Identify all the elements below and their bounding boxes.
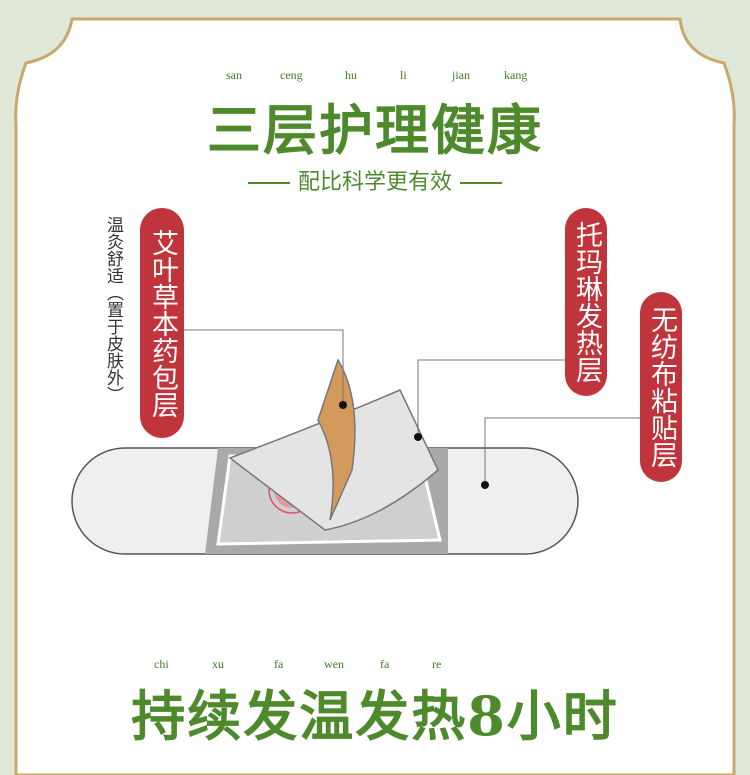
pinyin: kang — [504, 68, 528, 82]
label-adhesive-layer: 无纺布粘贴层 — [640, 292, 682, 482]
patch-diagram — [71, 329, 640, 555]
pinyin: li — [400, 68, 407, 82]
side-note: 温灸舒适（置于皮肤外） — [103, 216, 123, 403]
subtitle-text: 配比科学更有效 — [297, 170, 452, 195]
pinyin: jian — [452, 68, 470, 82]
decorative-frame — [14, 17, 736, 775]
pinyin: san — [226, 68, 242, 82]
pinyin: xu — [212, 657, 224, 671]
label-heating-layer: 托玛琳发热层 — [565, 208, 607, 396]
label-herbal-layer: 艾叶草本药包层 — [140, 208, 184, 438]
page-title: 三层护理健康 — [207, 98, 543, 162]
subtitle: 配比科学更有效 — [0, 164, 750, 196]
pinyin: hu — [345, 68, 357, 82]
herbal-layer — [317, 358, 356, 521]
pinyin: chi — [154, 657, 169, 671]
pinyin: fa — [274, 657, 284, 671]
divider — [460, 182, 502, 184]
pinyin: wen — [324, 657, 344, 671]
pinyin: ceng — [280, 68, 303, 82]
pinyin: fa — [380, 657, 390, 671]
pinyin: re — [432, 657, 442, 671]
footer-title: 持续发温发热8小时 — [131, 684, 619, 748]
divider — [247, 182, 290, 184]
